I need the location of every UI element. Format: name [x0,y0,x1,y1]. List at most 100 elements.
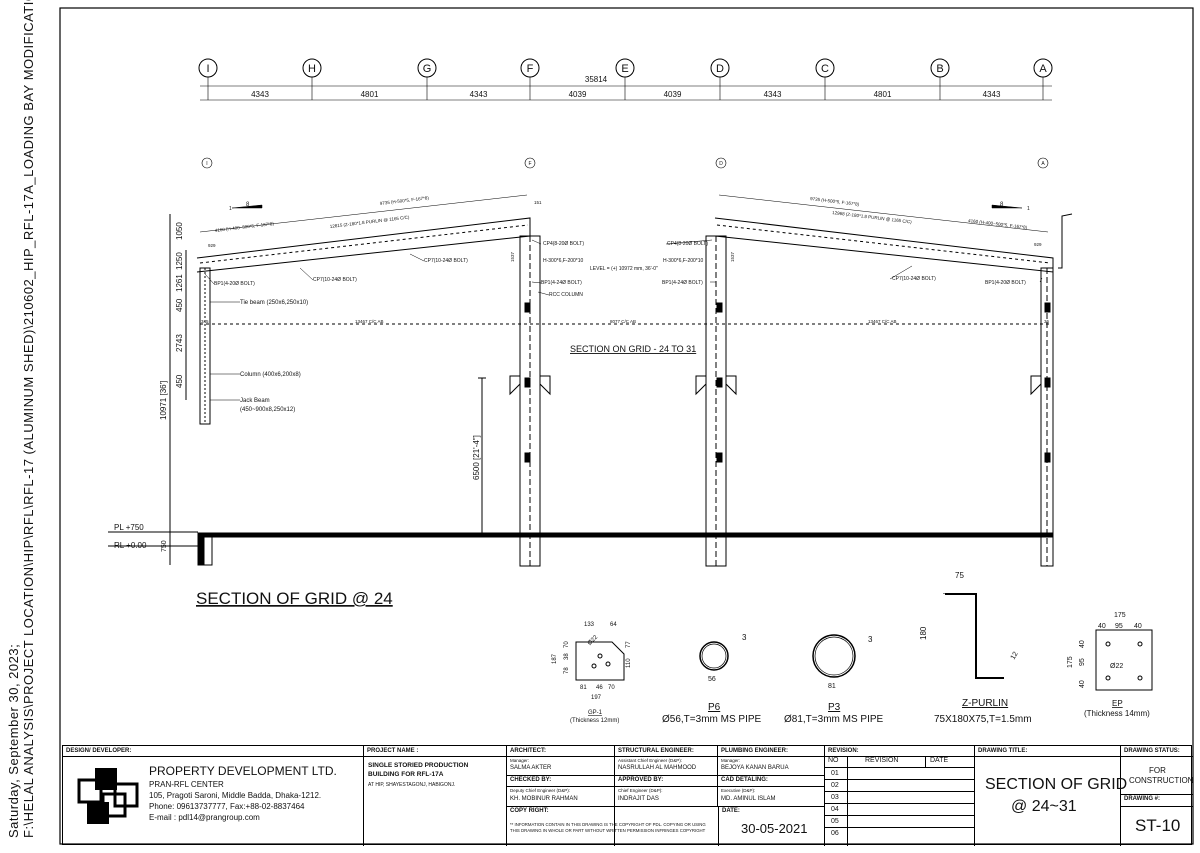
left-vdim: 1261 [175,274,184,292]
ep-dim: 40 [1134,623,1142,630]
slope-value-right: 8 [1000,202,1004,208]
grid-label: D [716,63,724,75]
revision-row: 06 [825,827,975,840]
grid-span: 4801 [361,90,379,99]
dim-base: 750 [161,540,168,552]
grid-label: G [423,63,432,75]
drawing-no-header: DRAWING #: [1124,796,1160,802]
plumb-role: Manager: [721,758,741,763]
note-cp4-f: CP4(8-20Ø BOLT) [543,241,584,247]
gp1-dim: 78 [564,667,570,674]
slope-one-right: 1 [1027,206,1030,212]
p3-pipe [812,634,856,678]
gp1-dim: 110 [626,658,632,668]
gp1-dim: 70 [564,641,570,648]
cc-left: 13467 C/C AB [355,319,384,324]
left-rafter [196,217,531,273]
grid-span: 4801 [874,90,892,99]
gp1-dim: 38 [564,653,570,660]
section-grid-label: D [719,161,723,167]
p3-thickness: 3 [868,635,873,644]
note-h300-f: H-300*6,F-200*10 [543,258,584,264]
section-subtitle: SECTION ON GRID - 24 TO 31 [570,344,696,354]
dim-929-left: 929 [208,243,216,248]
team-cell: ARCHITECT: Manager: SALMA AKTER CHECKED … [507,746,825,846]
title-header: DRAWING TITLE: [978,748,1028,754]
frame-structure [108,194,1073,567]
gp1-dim: 81 [580,685,587,691]
level-pl: PL +750 [114,523,144,532]
revision-no: 06 [831,830,839,837]
section-grid-label: A [1041,161,1045,167]
gp1-title: GP-1 [588,710,603,716]
dim-1537-right: 1537 [730,251,735,262]
ep-plate [1095,629,1153,691]
dim-column-height: 6500 [21'-4"] [472,435,481,480]
left-vdim: 1250 [175,252,184,270]
revision-row: 04 [825,803,975,816]
gp1-dim: 70 [608,685,615,691]
company-name: PROPERTY DEVELOPMENT LTD. [149,764,337,778]
rev-col-no: NO [828,757,839,764]
status-header: DRAWING STATUS: [1124,748,1180,754]
struct-name: NASRULLAH AL MAHMOOD [618,765,697,771]
plumb-name: BEJOYA KANAN BARUA [721,765,789,771]
rafter-mid-left: 12815 (Z-180*1.8 PURLIN @ 1165 C/C) [330,214,411,228]
ep-dim: 175 [1067,656,1074,668]
gp1-dim: 77 [626,641,632,648]
p3-title: P3 [828,702,841,713]
drawing-title-cell: DRAWING TITLE: SECTION OF GRID @ 24~31 [975,746,1127,846]
title-block: DESIGN/ DEVELOPER: PROPERTY DEVELOPMENT … [62,745,1193,846]
rafter-top-left: 9735 (H-500*5, F-167*8) [380,195,430,206]
section-title: SECTION OF GRID @ 24 [196,589,393,608]
p6-subtitle: Ø56,T=3mm MS PIPE [662,714,762,725]
note-column: Column (400x6,200x8) [240,372,301,378]
note-h300-d: H-300*6,F-200*10 [663,258,704,264]
ep-dim: 175 [1114,612,1126,619]
left-vdim: 450 [175,374,184,388]
grid-span: 4039 [569,90,587,99]
z-purlin-shape [945,593,1004,679]
ep-title: EP [1112,699,1123,708]
dim-1537-left: 1537 [510,251,515,262]
left-vdim: 1050 [175,222,184,240]
grid-label: B [936,63,943,75]
cad-name: MD. AMINUL ISLAM [721,796,776,802]
ep-dim: 40 [1079,680,1086,688]
end-left: 345 [201,319,209,324]
note-level: LEVEL = (+) 10972 mm, 36'-0" [590,266,658,272]
floor-slab [197,532,1053,538]
gp1-dim: 197 [591,695,602,701]
zpurlin-title: Z-PURLIN [962,698,1008,709]
file-path-side-text: Saturday, September 30, 2023; F:\HELAL A… [6,0,36,838]
dim-151: 151 [534,200,542,205]
grid-label: F [527,63,534,75]
rev-col-revision: REVISION [865,757,899,764]
checked-name: KH. MOBINUR RAHMAN [510,796,578,802]
slope-one: 1 [229,206,232,212]
revision-no: 02 [831,782,839,789]
drawing-date: 30-05-2021 [741,821,808,836]
rev-col-date: DATE [930,757,949,764]
cc-mid: 8077 C/C AB [610,319,636,324]
drawing-number: ST-10 [1135,816,1181,835]
p3-diameter: 81 [828,683,836,690]
section-grid-bubble [1037,157,1049,169]
note-bp1-a: BP1(4-20Ø BOLT) [985,280,1026,286]
gp1-dim: 133 [584,622,595,628]
p6-diameter: 56 [708,676,716,683]
revision-row: 05 [825,815,975,828]
end-right: 36 [1044,319,1050,324]
left-vdim: 450 [175,298,184,312]
drawing-title-line2: @ 24~31 [1011,798,1077,815]
grid-total: 35814 [585,75,608,84]
company-address: 105, Pragoti Saroni, Middle Badda, Dhaka… [149,791,322,800]
approved-header: APPROVED BY: [618,777,664,783]
architect-header: ARCHITECT: [510,748,546,754]
p3-subtitle: Ø81,T=3mm MS PIPE [784,714,884,725]
note-bp1-left: BP1(4-20Ø BOLT) [214,281,255,287]
ep-dim: 95 [1115,623,1123,630]
gp1-dim: 46 [596,685,603,691]
